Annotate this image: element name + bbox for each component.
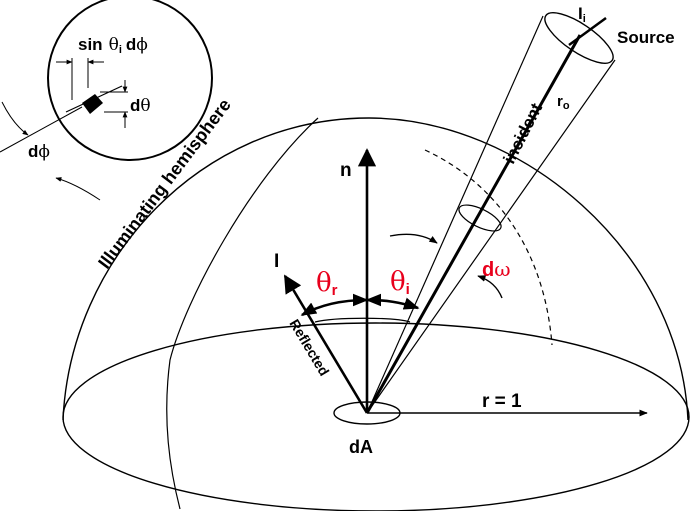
inset-circle xyxy=(47,0,213,161)
theta-r-label: θr xyxy=(316,268,338,299)
source-intensity-label: Ii xyxy=(578,4,586,25)
source-tick xyxy=(568,16,607,47)
latitude-arc xyxy=(314,317,411,323)
inset-dtheta-label: dθ xyxy=(130,96,151,116)
hemisphere-outline xyxy=(62,117,689,421)
surface-element-label: dA xyxy=(349,437,373,457)
reflected-intensity-label: I xyxy=(274,251,279,272)
incident-ray xyxy=(365,34,582,414)
cone-edge-left xyxy=(366,15,544,414)
left-dphi-arc-lower xyxy=(55,177,101,201)
left-dphi-arc-upper xyxy=(1,101,29,136)
cone-cross-section xyxy=(458,204,502,232)
cone-edge-right xyxy=(366,59,616,414)
normal-label: n xyxy=(340,160,352,181)
reflected-vector xyxy=(283,274,369,414)
solid-angle-inset xyxy=(47,0,213,161)
rotation-arrow xyxy=(389,233,438,244)
theta-i-label: θi xyxy=(390,267,410,298)
theta-r-arc xyxy=(300,293,369,317)
left-dphi-label: dϕ xyxy=(28,142,50,162)
inset-patch xyxy=(82,94,103,114)
base-ellipse xyxy=(62,322,690,511)
cone-radius-label: ro xyxy=(557,93,570,112)
solid-angle-label: dω xyxy=(482,257,511,281)
left-dphi-line xyxy=(0,106,83,153)
theta-i-arc xyxy=(365,293,420,310)
hemisphere xyxy=(62,117,690,511)
inset-diagonal xyxy=(65,85,123,113)
source-ellipse xyxy=(544,12,614,64)
incident-cone xyxy=(365,12,616,414)
domega-arrow xyxy=(477,275,503,299)
incident-label: incident xyxy=(500,100,547,167)
radius-label: r = 1 xyxy=(482,391,522,412)
source-label: Source xyxy=(617,28,675,47)
meridian-left xyxy=(166,117,319,510)
hemisphere-dashed-back xyxy=(424,149,553,346)
